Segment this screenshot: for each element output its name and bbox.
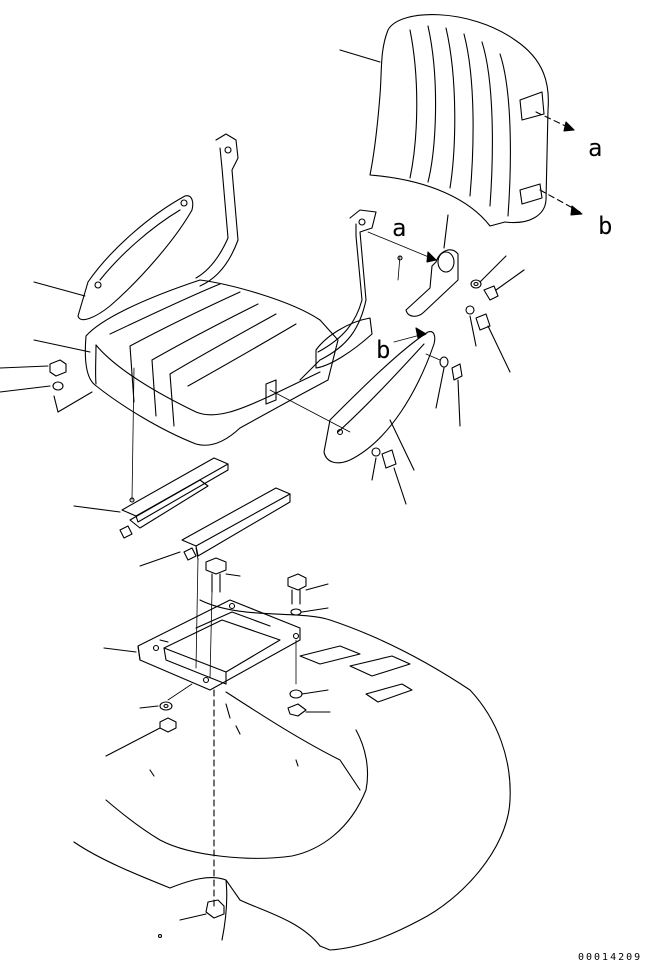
hinge-bracket: a (367, 214, 459, 317)
right-hardware: b (371, 255, 525, 505)
cab-floor (73, 599, 511, 951)
seat-cushion (33, 279, 339, 446)
drawing-code: 00014209 (578, 952, 642, 963)
right-seat-frame (265, 209, 377, 433)
left-seat-frame (195, 133, 239, 287)
left-armrest-panel (33, 195, 194, 321)
right-armrest-panel (323, 331, 436, 471)
left-hardware (0, 359, 93, 413)
callout-a-lower: a (392, 214, 406, 242)
callout-b-lower: b (376, 336, 390, 364)
lower-hardware (105, 683, 331, 757)
bolt-left (195, 547, 241, 593)
bolt-right (287, 573, 329, 616)
slide-rail-left (73, 367, 229, 539)
mounting-plate (103, 557, 301, 691)
slide-rail-right (139, 487, 291, 567)
callout-b-upper: b (598, 212, 612, 240)
arrow-b-upper: b (539, 189, 612, 240)
callout-a-upper: a (588, 134, 602, 162)
backrest-cushion (339, 14, 549, 227)
arrow-a-upper: a (535, 111, 602, 162)
